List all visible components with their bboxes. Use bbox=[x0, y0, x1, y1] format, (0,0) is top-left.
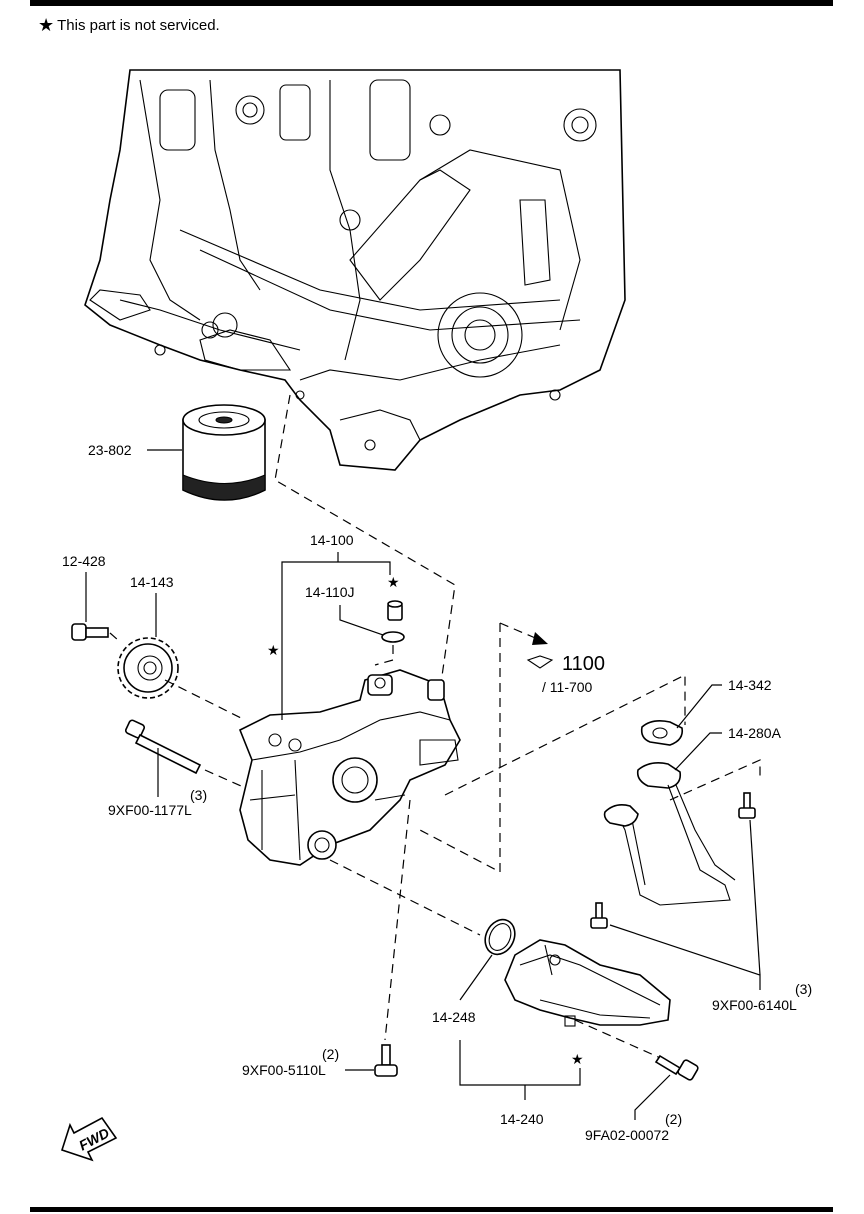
label-ref-group: 1100 bbox=[562, 653, 605, 675]
oil-pipe bbox=[603, 762, 736, 906]
label-pipe-bolt: 9XF00-6140L bbox=[712, 997, 797, 1013]
oring-inner bbox=[488, 923, 512, 951]
label-strainer-bolt: 9XF00-5110L bbox=[242, 1062, 326, 1078]
leader-oil-pipe bbox=[674, 732, 722, 771]
label-baffle-bolt-qty: (2) bbox=[665, 1111, 682, 1127]
dash-pump-to-gasket bbox=[444, 674, 686, 796]
leader-oring bbox=[459, 954, 493, 1001]
dash-ref-to-arrow bbox=[499, 622, 541, 641]
label-oil-filter: 23-802 bbox=[88, 442, 132, 458]
strainer-bolt bbox=[374, 1044, 398, 1077]
service-note-text: This part is not serviced. bbox=[57, 17, 220, 34]
dash-pump-to-bolt bbox=[384, 799, 411, 1041]
pipe-bolt bbox=[738, 792, 756, 819]
dash-bolt-to-sprocket bbox=[109, 632, 119, 641]
engine-block bbox=[84, 69, 626, 471]
label-oring: 14-248 bbox=[432, 1009, 476, 1025]
leader-relief-valve bbox=[339, 605, 384, 636]
label-gasket: 14-342 bbox=[728, 677, 772, 693]
star-icon: ★ bbox=[387, 574, 400, 590]
fwd-arrow-icon: FWD bbox=[60, 1116, 118, 1162]
sprocket bbox=[117, 637, 179, 699]
oil-pump bbox=[238, 669, 461, 866]
gasket bbox=[640, 720, 684, 746]
bottom-rule bbox=[30, 1207, 833, 1212]
leader-baffle-bolt bbox=[634, 1074, 671, 1120]
leader-gasket bbox=[676, 684, 722, 729]
label-ref-sub: / 11-700 bbox=[542, 679, 593, 695]
star-icon: ★ bbox=[267, 642, 280, 658]
arrow-icon bbox=[526, 655, 554, 669]
label-strainer-bolt-qty: (2) bbox=[322, 1046, 339, 1062]
label-baffle-bolt: 9FA02-00072 bbox=[585, 1127, 669, 1143]
bracket-oil-pump bbox=[281, 561, 391, 720]
dash-bolt-to-pump bbox=[204, 769, 251, 791]
oring bbox=[484, 918, 516, 956]
label-relief-valve: 14-110J bbox=[305, 584, 355, 600]
dash-strainer-to-bolt bbox=[574, 1019, 666, 1061]
dash-engine-to-pump bbox=[274, 394, 456, 691]
label-pipe-bolt-qty: (3) bbox=[795, 981, 812, 997]
label-pump-bolt-qty: (3) bbox=[190, 787, 207, 803]
label-sprocket: 14-143 bbox=[130, 574, 174, 590]
label-strainer: 14-240 bbox=[500, 1111, 544, 1127]
label-sprocket-bolt: 12-428 bbox=[62, 553, 106, 569]
oil-strainer bbox=[504, 939, 671, 1027]
dash-pump-to-oring bbox=[329, 859, 481, 936]
baffle-bolt bbox=[654, 1054, 699, 1081]
label-oil-pipe: 14-280A bbox=[728, 725, 782, 741]
dash-valve-to-pump bbox=[374, 645, 394, 666]
leader-pipe-bolt-b bbox=[749, 819, 761, 976]
relief-valve-oring bbox=[381, 631, 405, 643]
service-note: ★This part is not serviced. bbox=[38, 14, 220, 35]
oil-filter bbox=[182, 404, 266, 501]
label-pump-bolt: 9XF00-1177L bbox=[108, 802, 192, 818]
star-icon: ★ bbox=[571, 1051, 584, 1067]
bracket-strainer bbox=[459, 1040, 581, 1086]
dash-ref-bracket bbox=[419, 623, 501, 873]
sprocket-bolt bbox=[71, 623, 109, 641]
dash-pipe-flange bbox=[669, 759, 761, 801]
relief-valve-plug bbox=[387, 600, 403, 621]
label-oil-pump: 14-100 bbox=[310, 532, 354, 548]
pump-bolt bbox=[124, 719, 202, 775]
pipe-bolt bbox=[590, 902, 608, 929]
dash-sprocket-to-pump bbox=[164, 679, 246, 721]
star-icon: ★ bbox=[38, 15, 55, 35]
top-rule bbox=[30, 0, 833, 6]
arrow-icon bbox=[532, 632, 548, 645]
